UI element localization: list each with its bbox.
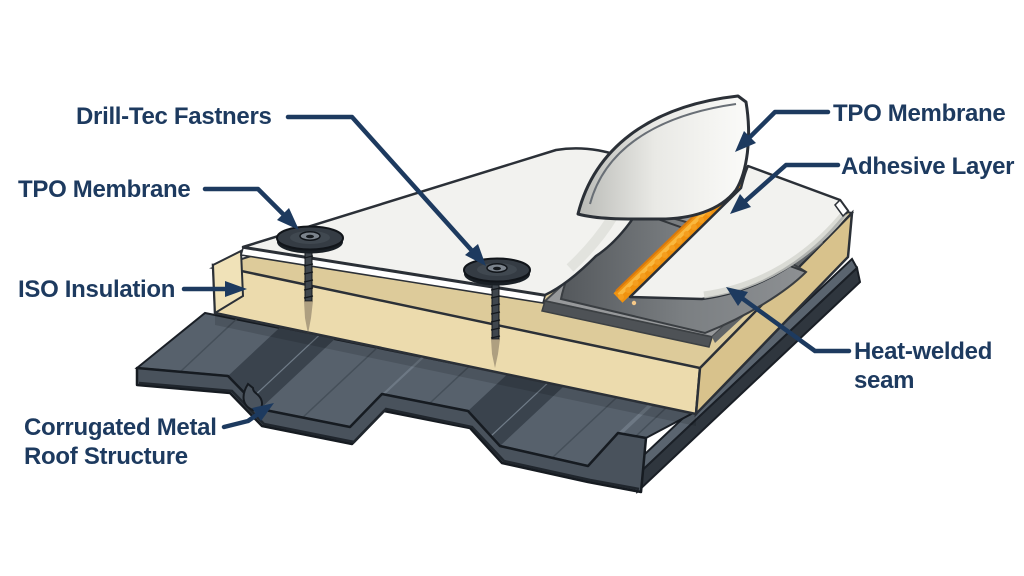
fastener-1-threads [303, 255, 314, 299]
arrowhead-tpo-right [735, 131, 756, 152]
fastener-2 [463, 257, 531, 368]
arrowhead-heat-welded [726, 287, 748, 306]
arrowhead-tpo-left [277, 208, 299, 230]
leader-adhesive [739, 162, 841, 207]
arrowhead-drill-tec [465, 244, 486, 266]
bottom-sheet-front-edge [541, 300, 713, 348]
arrowhead-adhesive [730, 194, 751, 214]
leader-tpo-left [202, 186, 293, 224]
fastener-1 [276, 225, 344, 334]
fastener-2-screw-ghost [491, 339, 500, 368]
insulation-left-face [211, 249, 245, 315]
leader-tpo-right [741, 109, 831, 146]
right-sheet-edge-band [834, 198, 849, 218]
deck-front-band [135, 366, 648, 494]
left-sheet-edge-band [239, 247, 547, 304]
leader-corrugated [221, 411, 261, 430]
curl-thickness-line [589, 103, 737, 205]
insulation-shadow [215, 313, 696, 426]
right-sheet-shading [703, 210, 848, 299]
fastener-1-screw-ghost [304, 301, 313, 334]
membrane-right-sheet [628, 164, 850, 301]
curl-surface [576, 94, 751, 221]
leader-heat-welded [736, 293, 852, 354]
membrane-curl [576, 94, 751, 221]
arrowhead-iso [225, 281, 247, 297]
leader-drill-tec [285, 114, 477, 256]
adhesive-dots-bright [618, 210, 712, 300]
fastener-2-threads [490, 287, 501, 339]
fastener-1-hole [306, 234, 314, 239]
insulation-right-face [694, 209, 854, 418]
fastener-2-hole [493, 266, 501, 271]
arrowhead-corrugated [252, 403, 274, 421]
deck-band-shadow-line [138, 381, 640, 491]
